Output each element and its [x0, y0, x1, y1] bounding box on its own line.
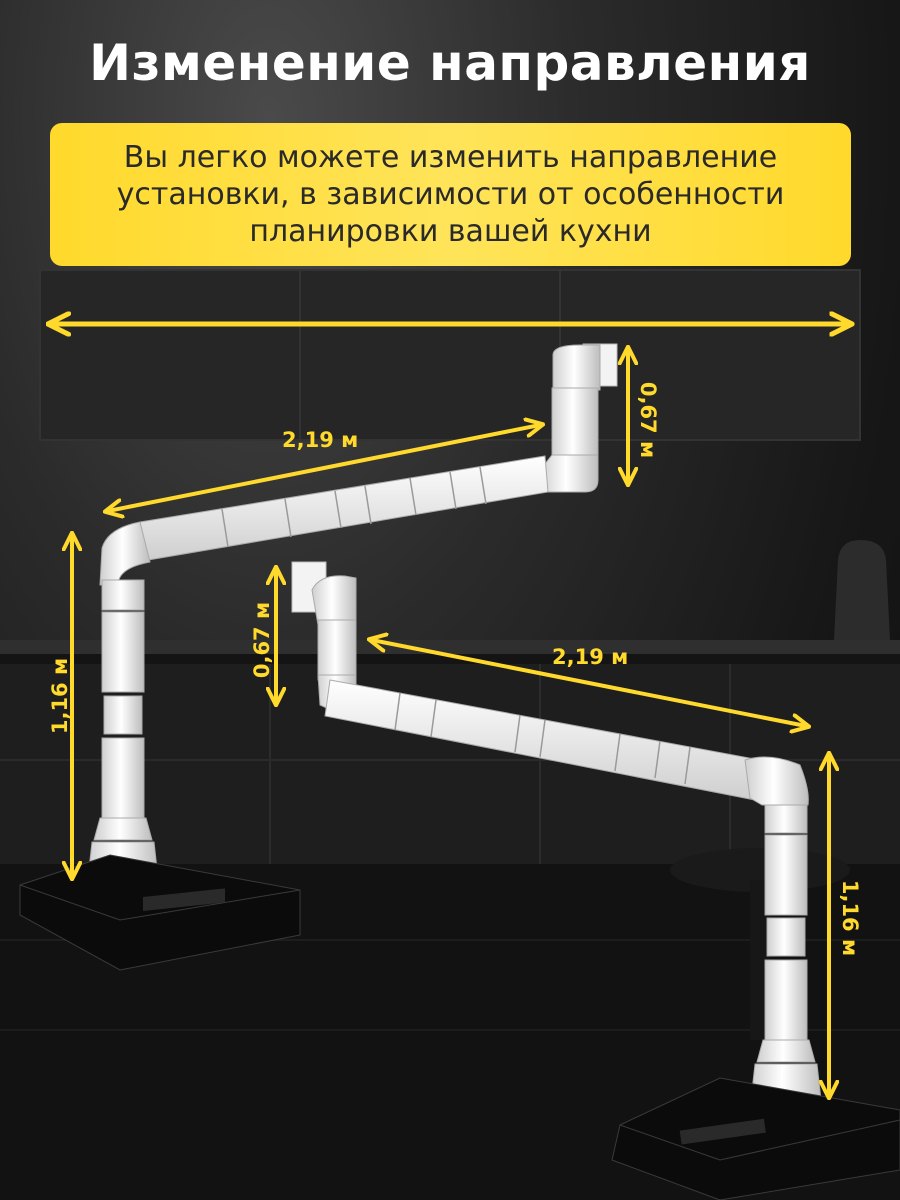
lower-left-vertical-label: 0,67 м [250, 601, 275, 679]
upper-horizontal-arrow [108, 425, 540, 511]
upper-left-vertical-label: 1,16 м [48, 657, 73, 735]
upper-right-vertical-label: 0,67 м [636, 381, 661, 459]
lower-horizontal-arrow [372, 640, 806, 726]
page-title: Изменение направления [89, 34, 811, 92]
lower-horizontal-label: 2,19 м [552, 645, 629, 669]
upper-horizontal-label: 2,19 м [282, 428, 359, 452]
banner-text: Вы легко можете изменить направление уст… [116, 140, 785, 249]
lower-right-vertical-label: 1,16 м [838, 879, 863, 957]
info-banner: Вы легко можете изменить направление уст… [50, 123, 851, 266]
